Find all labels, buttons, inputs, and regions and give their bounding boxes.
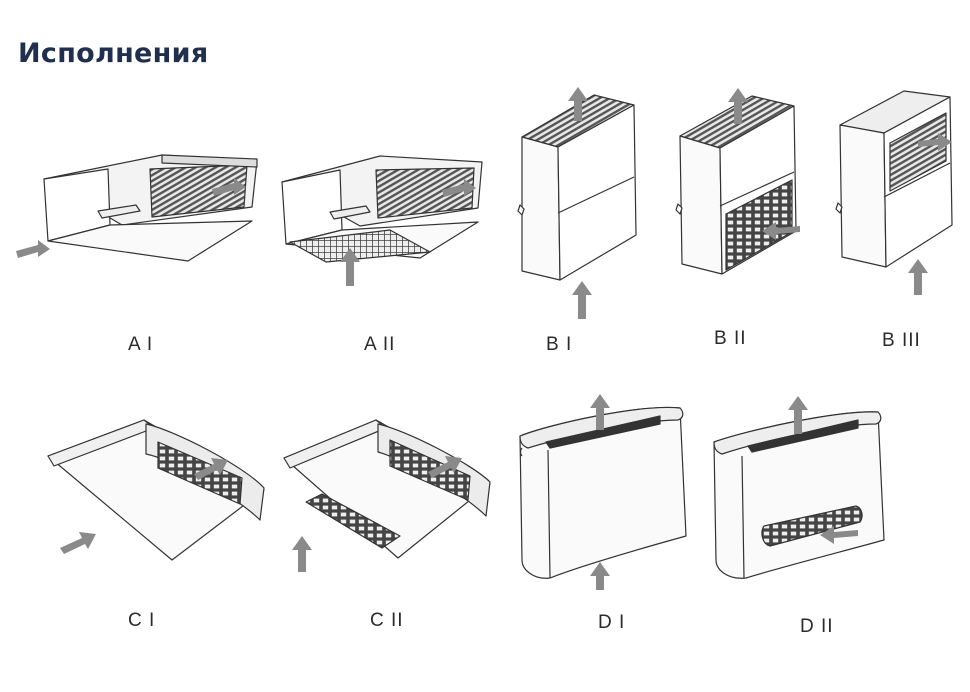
airflow-out-arrow <box>788 396 808 434</box>
airflow-in-arrow <box>820 526 858 544</box>
airflow-in-arrow <box>572 281 592 319</box>
variant-c2-diagram <box>283 419 491 572</box>
variant-b1-label: B I <box>546 334 573 355</box>
airflow-out-arrow <box>918 133 952 151</box>
variant-d1-label: D I <box>598 612 626 633</box>
variant-a1-label: A I <box>128 334 154 355</box>
airflow-in-arrow <box>16 240 50 258</box>
page-title: Исполнения <box>18 38 209 69</box>
variant-b1-diagram <box>517 87 637 319</box>
airflow-out-arrow <box>728 88 748 124</box>
variant-d2-diagram <box>713 396 885 579</box>
variant-a1-diagram <box>16 154 258 262</box>
airflow-out-arrow <box>194 458 228 480</box>
variant-b3-label: B III <box>882 330 921 351</box>
variant-c1-diagram <box>47 419 265 561</box>
airflow-in-arrow <box>762 222 800 240</box>
airflow-in-arrow <box>590 562 610 590</box>
variant-b2-diagram <box>675 88 800 275</box>
airflow-in-arrow <box>60 532 96 554</box>
airflow-out-arrow <box>568 87 588 121</box>
airflow-out-arrow <box>428 456 462 478</box>
variant-a2-label: A II <box>364 334 396 355</box>
variant-b3-diagram <box>835 90 953 295</box>
variant-b2-label: B II <box>714 328 747 349</box>
variant-c2-label: C II <box>370 610 404 631</box>
airflow-out-arrow <box>442 179 476 197</box>
airflow-in-arrow <box>340 248 360 286</box>
airflow-out-arrow <box>590 394 610 430</box>
airflow-in-arrow <box>292 536 312 572</box>
variant-d2-label: D II <box>800 616 834 637</box>
variant-d1-diagram <box>519 394 687 590</box>
variant-c1-label: C I <box>128 610 156 631</box>
airflow-out-arrow <box>212 178 246 196</box>
variant-a2-diagram <box>281 155 483 286</box>
airflow-in-arrow <box>908 259 928 295</box>
